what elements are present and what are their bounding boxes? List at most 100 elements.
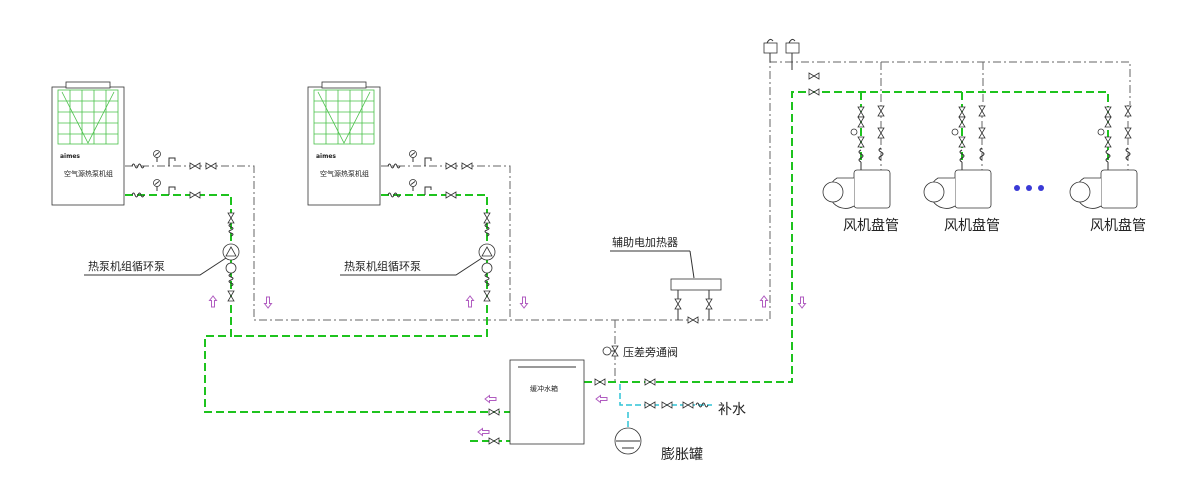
valve-icon (644, 378, 656, 386)
pressure-gauge-icon (409, 150, 417, 163)
valve-icon (808, 72, 820, 80)
fan-coil-unit-3: 风机盘管 (1069, 105, 1146, 234)
valve-icon (674, 298, 682, 310)
unit-1-name: 空气源热泵机组 (64, 169, 113, 178)
flexible-joint-icon (1105, 149, 1111, 163)
valve-icon (483, 212, 491, 224)
valve-icon (687, 316, 699, 324)
circ-pump-labels: 热泵机组循环泵 热泵机组循环泵 (84, 257, 483, 276)
air-vent-icon (785, 38, 800, 70)
expansion-tank-label: 膨胀罐 (661, 446, 703, 463)
flow-arrow-icon (595, 395, 608, 403)
circ-pump-2-label: 热泵机组循环泵 (344, 259, 421, 273)
flow-arrow-icon (520, 296, 528, 309)
check-valve-icon (978, 127, 986, 139)
makeup-water: 补水 (644, 401, 746, 418)
expansion-tank: 膨胀罐 (614, 427, 703, 463)
flow-arrow-icon (264, 296, 272, 309)
pressure-gauge-icon (1097, 128, 1105, 136)
valve-icon (958, 106, 966, 118)
valve-icon (877, 105, 885, 117)
unit-1-fittings (131, 150, 272, 309)
circ-pump-1-label: 热泵机组循环泵 (88, 259, 165, 273)
fan-coil-label: 风机盘管 (1090, 217, 1146, 234)
thermometer-icon (168, 157, 176, 167)
unit-2-brand: aimes (316, 153, 336, 160)
pump-icon (478, 243, 496, 274)
valve-icon (205, 162, 217, 170)
air-vent-icon (763, 38, 778, 62)
valve-icon (808, 88, 820, 96)
valve-icon (445, 191, 457, 199)
flexible-joint-icon (858, 149, 864, 163)
valve-icon (644, 401, 656, 409)
flexible-joint-icon (1125, 147, 1131, 161)
fan-icon (1069, 181, 1091, 203)
valve-icon (483, 290, 491, 302)
fan-coil-unit-1: 风机盘管 (822, 105, 899, 234)
flow-arrow-icon (798, 296, 806, 309)
check-valve-icon (1124, 127, 1132, 139)
valve-icon (461, 162, 473, 170)
valve-icon (857, 116, 865, 128)
flow-arrow-icon (466, 295, 474, 308)
valve-icon (682, 401, 694, 409)
valve-icon (857, 136, 865, 148)
valve-icon (958, 116, 966, 128)
diff-bypass-label: 压差旁通阀 (623, 345, 678, 359)
flow-arrow-icon (760, 295, 768, 308)
valve-icon (958, 136, 966, 148)
check-valve-icon (877, 127, 885, 139)
flow-arrow-icon (209, 295, 217, 308)
air-vents (763, 38, 820, 96)
fan-icon (822, 181, 844, 203)
valve-icon (978, 105, 986, 117)
valve-icon (488, 437, 500, 445)
fan-coil-unit-2: 风机盘管 (923, 105, 1000, 234)
thermometer-icon (424, 157, 432, 167)
valve-icon (857, 106, 865, 118)
diff-pressure-bypass: 压差旁通阀 (602, 345, 678, 359)
flexible-joint-icon (979, 147, 985, 161)
valve-icon (1104, 116, 1112, 128)
fan-coil-body (853, 169, 891, 209)
valve-icon (189, 191, 201, 199)
fan-coil-label: 风机盘管 (843, 217, 899, 234)
ellipsis-dots (1014, 185, 1044, 191)
ellipsis-dot (1014, 185, 1020, 191)
fan-coil-label: 风机盘管 (944, 217, 1000, 234)
flexible-joint-icon (878, 147, 884, 161)
unit-2-name: 空气源热泵机组 (320, 169, 369, 178)
thermometer-icon (168, 186, 176, 196)
pump-icon (222, 243, 240, 274)
pressure-gauge-icon (409, 179, 417, 192)
check-valve-icon (661, 401, 673, 409)
fan-coil-body (1100, 169, 1138, 209)
valve-icon (189, 162, 201, 170)
valve-icon (1104, 136, 1112, 148)
thermometer-icon (424, 186, 432, 196)
buffer-tank: 缓冲水箱 (477, 359, 656, 445)
pressure-gauge-icon (850, 128, 858, 136)
valve-icon (1104, 106, 1112, 118)
heat-pump-unit-1: aimes 空气源热泵机组 (51, 81, 125, 206)
valve-icon (594, 378, 606, 386)
aux-heater-label: 辅助电加热器 (612, 235, 678, 249)
flexible-joint-icon (959, 149, 965, 163)
ellipsis-dot (1038, 185, 1044, 191)
flexible-joint-icon (695, 402, 709, 408)
valve-icon (1124, 105, 1132, 117)
valve-icon (705, 298, 713, 310)
makeup-water-label: 补水 (718, 402, 746, 418)
unit-2-fittings (387, 150, 528, 309)
pressure-gauge-icon (153, 179, 161, 192)
flow-arrow-icon (484, 395, 497, 403)
flow-arrow-icon (477, 428, 490, 436)
valve-icon (227, 212, 235, 224)
valve-icon (488, 408, 500, 416)
valve-icon (445, 162, 457, 170)
heat-pump-unit-2: aimes 空气源热泵机组 (307, 81, 381, 206)
makeup-water-pipe (619, 384, 712, 428)
pressure-gauge-icon (951, 128, 959, 136)
